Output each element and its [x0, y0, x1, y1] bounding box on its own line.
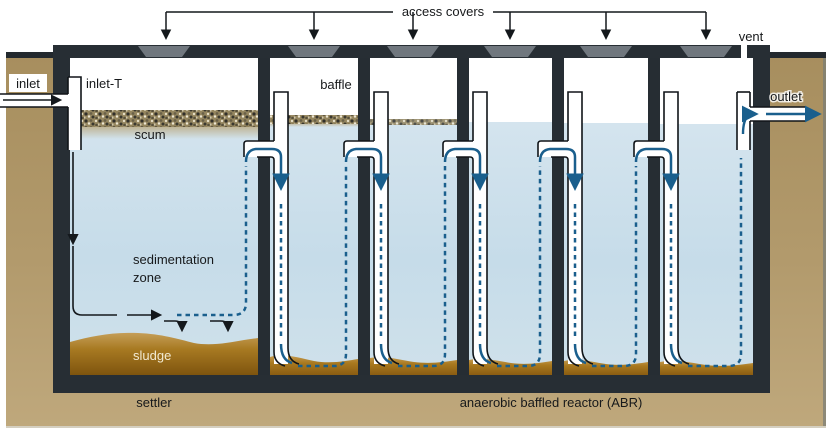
sludge-chamber-5	[660, 360, 753, 375]
scum-fade-1	[270, 122, 358, 127]
flow-entry-pipe-2	[344, 147, 390, 191]
flow-paths	[67, 147, 743, 368]
scum-band-chamber-2	[370, 119, 457, 125]
scum-label: scum	[134, 127, 165, 142]
settling-hook-arrow-1	[164, 320, 188, 333]
scum-fade	[70, 124, 258, 139]
flow-foot-3	[478, 343, 492, 365]
abr-label: anaerobic baffled reactor (ABR)	[460, 395, 643, 410]
downpipes	[243, 91, 690, 367]
access-covers-label: access covers	[402, 4, 485, 19]
flow-entry-pipe-3	[443, 147, 489, 191]
access-cover-2	[288, 46, 340, 57]
sludge-layers	[70, 332, 753, 375]
flow-foot-2	[379, 343, 393, 365]
baffle-wall-5	[648, 58, 660, 375]
flow-dashed-chamber-5	[688, 158, 743, 368]
sedimentation-zone-label-line2: zone	[133, 270, 161, 285]
access-cover-6	[680, 46, 732, 57]
labels: access covers vent inlet inlet-T baffle …	[9, 4, 804, 410]
inlet-tee-pipe	[68, 77, 81, 150]
inlet-tee-outline-right	[68, 76, 82, 150]
access-covers-callout	[160, 11, 712, 40]
access-cover-5	[580, 46, 632, 57]
baffle-label: baffle	[320, 77, 352, 92]
downpipe-5	[633, 91, 690, 367]
access-covers	[138, 45, 747, 58]
inlet-t-label: inlet-T	[86, 76, 122, 91]
flow-dashed-chamber-2	[398, 166, 447, 368]
downpipe-2	[343, 91, 400, 367]
flow-entry-pipe-1	[244, 147, 290, 191]
outlet-flow-curve	[741, 105, 759, 135]
flow-entry-pipe-4	[538, 147, 584, 191]
settler-flow-black	[67, 152, 234, 333]
baffle-walls	[258, 58, 660, 375]
sludge-label: sludge	[133, 348, 171, 363]
soil-right-edge	[823, 52, 826, 428]
flow-foot-5	[669, 343, 683, 365]
flow-dashed-chamber-4	[592, 166, 638, 368]
access-cover-3	[387, 46, 439, 57]
settler-elbow-line	[72, 246, 117, 316]
downpipe-3	[442, 91, 499, 367]
outlet-tee-pipe	[737, 92, 750, 150]
sludge-chamber-2	[370, 357, 457, 375]
outlet-label: outlet	[770, 89, 802, 104]
flow-foot-1	[279, 343, 293, 365]
access-cover-4	[484, 46, 536, 57]
scum-band-settler	[70, 110, 258, 127]
inlet-label-box	[9, 74, 47, 92]
baffle-wall-4	[552, 58, 564, 375]
baffle-wall-3	[457, 58, 469, 375]
outlet-assembly	[736, 91, 822, 150]
scum-layers	[70, 110, 457, 139]
flow-entry-pipe-5	[634, 147, 680, 191]
inlet-label: inlet	[16, 76, 40, 91]
access-cover-1	[138, 46, 190, 57]
settling-hook-arrow-2	[210, 320, 234, 333]
vent-label: vent	[739, 29, 764, 44]
inlet-assembly	[0, 76, 82, 150]
baffle-wall-1	[258, 58, 270, 375]
soil-bottom-edge	[6, 426, 826, 428]
scum-band-chamber-1	[270, 115, 358, 124]
abr-flow-blue	[177, 147, 743, 368]
settler-label: settler	[136, 395, 172, 410]
vent-slot	[741, 45, 747, 58]
downpipe-4	[537, 91, 594, 367]
water-settler	[70, 112, 258, 375]
sedimentation-zone-label-line1: sedimentation	[133, 252, 214, 267]
flow-foot-4	[573, 343, 587, 365]
sludge-settler	[70, 332, 258, 375]
baffle-wall-2	[358, 58, 370, 375]
flow-dashed-chamber-1	[298, 166, 348, 368]
